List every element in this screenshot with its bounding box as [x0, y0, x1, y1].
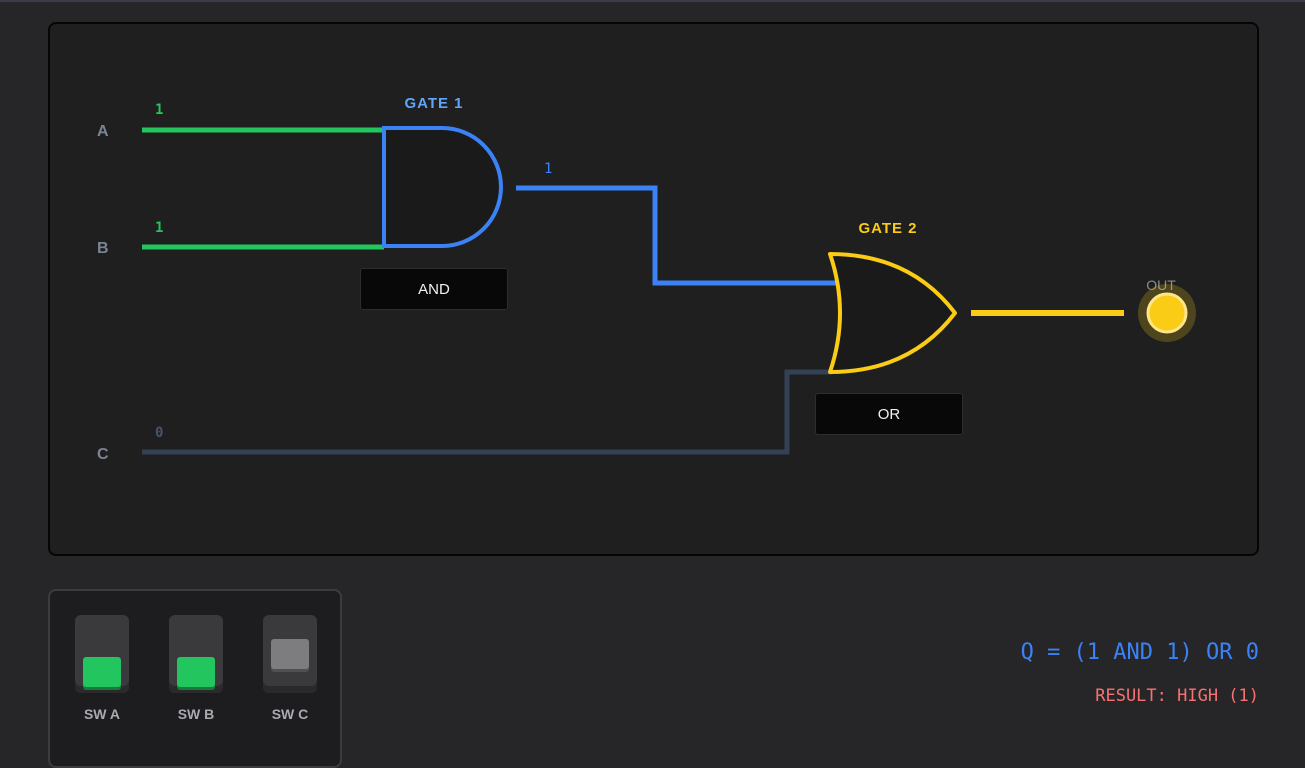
switch-c-knob[interactable] [271, 639, 309, 669]
gate1-title: GATE 1 [404, 95, 463, 112]
gate2-type-label: OR [815, 393, 963, 435]
wire-a-value: 1 [155, 102, 163, 118]
wire-b-value: 1 [155, 220, 163, 236]
output-led [1146, 292, 1188, 334]
switch-a-label: SW A [83, 706, 121, 722]
switch-b-label: SW B [177, 706, 215, 722]
switch-c-label: SW C [271, 706, 309, 722]
switch-a[interactable]: SW A [74, 615, 130, 722]
gate1-output-value: 1 [544, 161, 552, 177]
circuit-canvas: A B C 1 1 0 1 GATE 1 GATE 2 OUT AND OR [48, 22, 1259, 556]
switch-b-knob[interactable] [177, 657, 215, 687]
switch-a-knob[interactable] [83, 657, 121, 687]
wire-gate1-to-gate2 [516, 185, 840, 286]
input-label-a: A [97, 123, 109, 140]
gate2-title: GATE 2 [858, 220, 917, 237]
switch-panel: SW A SW B SW C [48, 589, 342, 768]
switch-b[interactable]: SW B [168, 615, 224, 722]
wire-c [142, 369, 832, 455]
window-top-edge [0, 0, 1305, 2]
output-label: OUT [1146, 277, 1176, 293]
circuit-diagram: A B C 1 1 0 1 GATE 1 GATE 2 OUT [97, 95, 1196, 463]
and-gate-symbol [382, 126, 503, 248]
boolean-expression: Q = (1 AND 1) OR 0 [1020, 640, 1259, 665]
switch-c-track[interactable] [263, 615, 317, 693]
switch-a-track[interactable] [75, 615, 129, 693]
switch-b-track[interactable] [169, 615, 223, 693]
input-label-c: C [97, 446, 109, 463]
gate1-type-label: AND [360, 268, 508, 310]
input-label-b: B [97, 240, 109, 257]
or-gate-symbol [828, 252, 957, 374]
switch-c[interactable]: SW C [262, 615, 318, 722]
result-text: RESULT: HIGH (1) [1095, 686, 1259, 706]
wire-c-value: 0 [155, 425, 163, 441]
